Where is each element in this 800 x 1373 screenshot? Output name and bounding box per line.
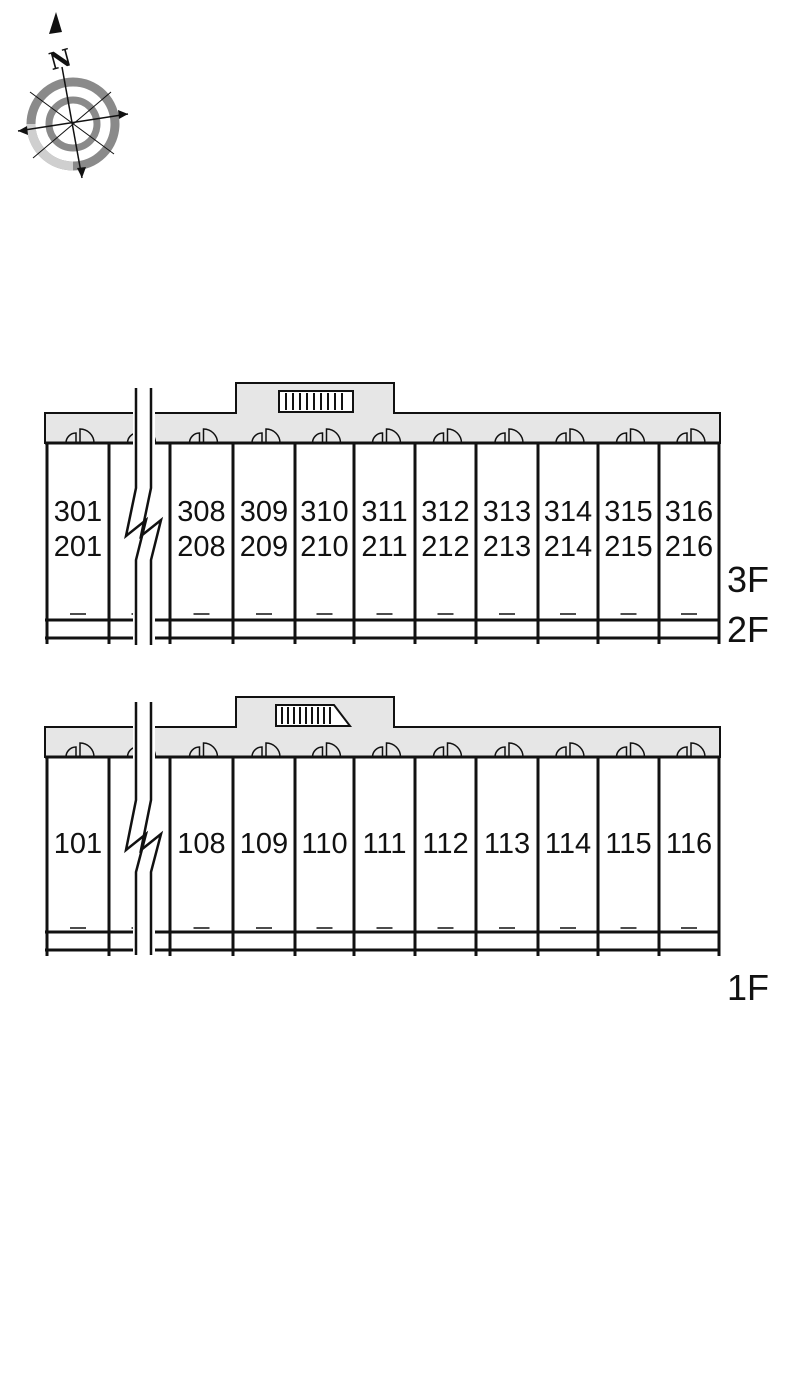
door-icon <box>432 742 463 758</box>
unit-number: 215 <box>604 531 652 563</box>
unit-number: 108 <box>177 828 225 860</box>
door-icon <box>65 742 95 758</box>
north-arrow-compass-icon: N <box>17 12 129 179</box>
unit-number: 112 <box>422 828 468 860</box>
unit-number: 115 <box>605 828 651 860</box>
door-icon <box>494 428 524 444</box>
stairs-icon <box>278 390 354 413</box>
unit-number: 101 <box>54 828 102 860</box>
unit-number: 116 <box>666 828 712 860</box>
door-icon <box>494 742 524 758</box>
unit-number: 313 <box>483 496 531 528</box>
unit-number: 113 <box>484 828 530 860</box>
door-icon <box>676 428 706 444</box>
unit-number: 110 <box>301 828 347 860</box>
unit-number: 109 <box>240 828 288 860</box>
door-icon <box>555 742 585 758</box>
door-icon <box>676 742 706 758</box>
unit-number: 209 <box>240 531 288 563</box>
lower-building: 101 108 109 110 111 112 113 114 115 116 1F <box>44 696 769 1008</box>
unit-number: 314 <box>544 496 592 528</box>
unit-number: 211 <box>361 531 407 563</box>
door-icon <box>371 742 402 758</box>
unit-number: 308 <box>177 496 225 528</box>
unit-number: 214 <box>544 531 592 563</box>
unit-number: 213 <box>483 531 531 563</box>
unit-number: 208 <box>177 531 225 563</box>
door-icon <box>432 428 463 444</box>
north-label: N <box>46 42 75 76</box>
unit-number: 312 <box>421 496 469 528</box>
door-icon <box>311 428 342 444</box>
door-icon <box>555 428 585 444</box>
unit-number: 311 <box>361 496 407 528</box>
door-icon <box>188 742 219 758</box>
upper-building: 3012013082083092093102103112113122123132… <box>44 382 769 650</box>
unit-number: 310 <box>300 496 348 528</box>
unit-number: 111 <box>362 828 406 860</box>
door-icon <box>371 428 402 444</box>
stairs-icon <box>275 704 353 727</box>
door-icon <box>65 428 95 444</box>
floor-label-2f: 2F <box>727 609 769 650</box>
unit-number: 301 <box>54 496 102 528</box>
unit-number: 114 <box>545 828 591 860</box>
unit-number: 212 <box>421 531 469 563</box>
door-icon <box>615 428 646 444</box>
door-icon <box>251 742 281 758</box>
door-icon <box>615 742 646 758</box>
unit-number: 210 <box>300 531 348 563</box>
door-icon <box>188 428 219 444</box>
unit-number: 316 <box>665 496 713 528</box>
floor-label-3f: 3F <box>727 559 769 600</box>
unit-number: 315 <box>604 496 652 528</box>
unit-number: 216 <box>665 531 713 563</box>
floor-label-1f: 1F <box>727 967 769 1008</box>
door-icon <box>251 428 281 444</box>
door-icon <box>311 742 342 758</box>
unit-number: 309 <box>240 496 288 528</box>
unit-number: 201 <box>54 531 102 563</box>
